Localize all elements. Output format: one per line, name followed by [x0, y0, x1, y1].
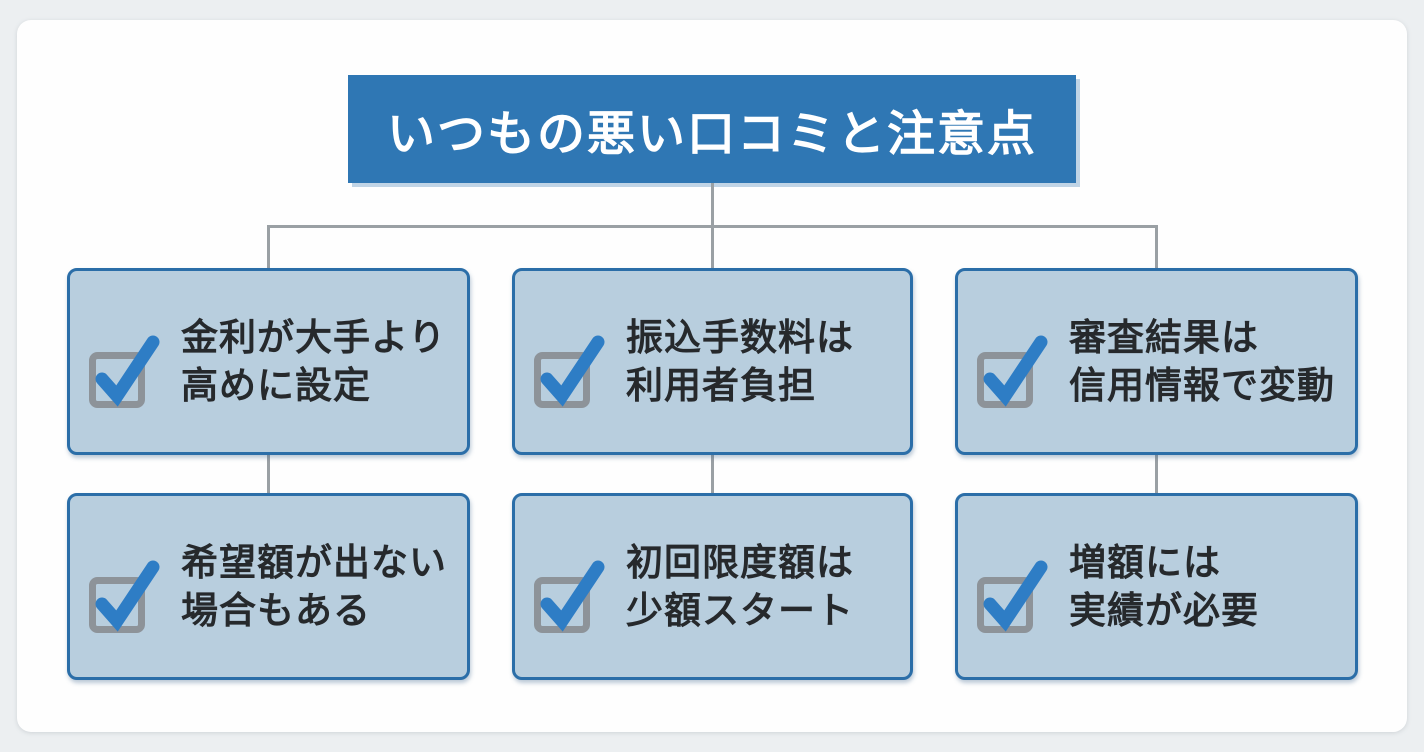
checkbox-checked-icon — [534, 560, 605, 633]
node-label: 振込手数料は 利用者負担 — [626, 317, 854, 406]
checkbox-checked-icon — [89, 335, 160, 408]
connector-row-center — [711, 453, 714, 495]
connector-row-right — [1155, 453, 1158, 495]
page-title-text: いつもの悪い口コミと注意点 — [386, 108, 1037, 161]
checkbox-checked-icon — [534, 335, 605, 408]
checkbox-checked-icon — [89, 560, 160, 633]
connector-row-left — [267, 453, 270, 495]
node-screening-result: 審査結果は 信用情報で変動 — [955, 268, 1358, 455]
connector-drop-left — [267, 225, 270, 270]
node-initial-limit: 初回限度額は 少額スタート — [512, 493, 913, 680]
node-label: 金利が大手より 高めに設定 — [181, 317, 447, 406]
node-label: 増額には 実績が必要 — [1069, 542, 1259, 631]
checkbox-checked-icon — [977, 560, 1048, 633]
checkbox-checked-icon — [977, 335, 1048, 408]
connector-drop-center — [711, 225, 714, 270]
connector-drop-right — [1155, 225, 1158, 270]
node-desired-amount: 希望額が出ない 場合もある — [67, 493, 470, 680]
node-label: 希望額が出ない 場合もある — [181, 542, 447, 631]
node-credit-increase: 増額には 実績が必要 — [955, 493, 1358, 680]
node-interest-rate: 金利が大手より 高めに設定 — [67, 268, 470, 455]
node-transfer-fee: 振込手数料は 利用者負担 — [512, 268, 913, 455]
node-label: 初回限度額は 少額スタート — [626, 542, 854, 631]
node-label: 審査結果は 信用情報で変動 — [1069, 317, 1335, 406]
page-title: いつもの悪い口コミと注意点 — [348, 75, 1076, 183]
connector-title-stem — [711, 183, 714, 226]
